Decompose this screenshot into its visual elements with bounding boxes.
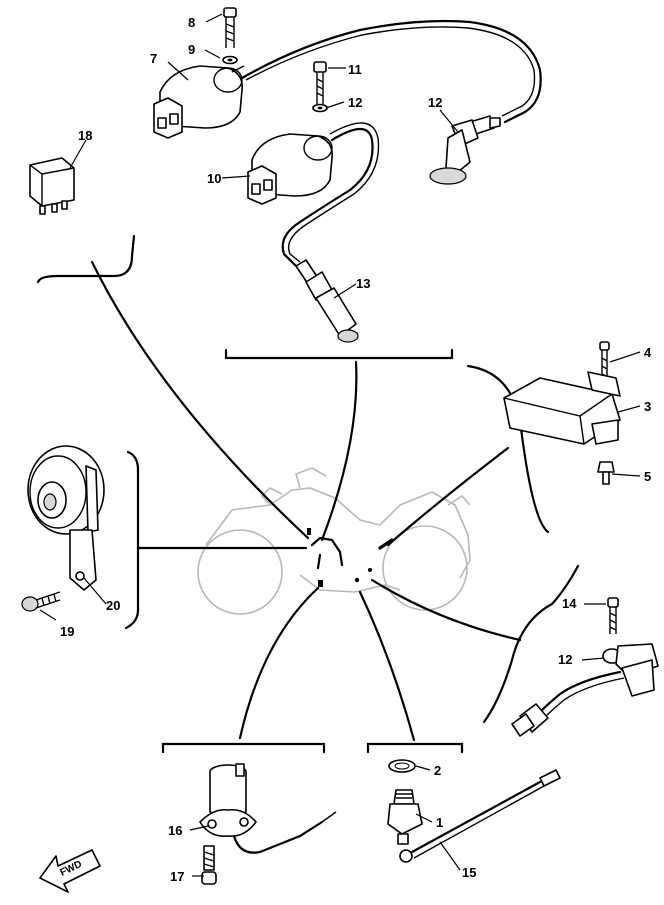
relay-part (29, 157, 75, 215)
callout-20: 19 (60, 624, 74, 639)
leader-lines (90, 260, 522, 742)
bracket-top-center (224, 348, 454, 360)
callout-1: 1 (436, 815, 443, 830)
callout-17: 17 (170, 869, 184, 884)
ht-lead-lower (281, 127, 374, 268)
callout-4: 4 (644, 345, 652, 360)
ignition-coil-lower (247, 61, 334, 205)
bracket-bottom-left (161, 742, 326, 754)
callout-16: 16 (168, 823, 182, 838)
ht-lead-upper (240, 19, 542, 124)
callout-labels: 8 9 7 11 12 10 12 13 18 4 3 5 20 19 14 1… (60, 15, 652, 884)
callout-19: 20 (106, 598, 120, 613)
bracket-left (124, 450, 140, 630)
ignition-coil-upper (153, 7, 245, 139)
callout-14: 14 (562, 596, 577, 611)
spark-plug-cap-upper (429, 115, 501, 185)
callout-5: 5 (644, 469, 651, 484)
bracket-top-left (36, 234, 136, 284)
callout-13: 12 (558, 652, 572, 667)
igniter-unit (503, 341, 621, 485)
spark-plug-cap-lower (295, 259, 359, 343)
sender-switch (387, 759, 561, 863)
motorcycle-silhouette (197, 467, 471, 615)
fwd-arrow-icon: FWD (39, 849, 101, 893)
callout-15: 15 (462, 865, 476, 880)
callout-2: 2 (434, 763, 441, 778)
callout-6: 7 (150, 51, 157, 66)
horn-part (21, 445, 105, 612)
callout-10: 11 (348, 62, 362, 77)
wiring-marks (307, 528, 394, 587)
callout-11: 12 (348, 95, 362, 110)
callout-3: 3 (644, 399, 651, 414)
callout-12-upper: 12 (428, 95, 442, 110)
bracket-right-lower (482, 564, 580, 724)
position-sensor (511, 597, 659, 737)
callout-leaders (39, 13, 641, 877)
callout-18: 18 (78, 128, 92, 143)
callout-8: 9 (188, 42, 195, 57)
neutral-switch (199, 763, 337, 885)
callout-7: 8 (188, 15, 195, 30)
callout-9: 10 (207, 171, 221, 186)
callout-12-lower: 13 (356, 276, 370, 291)
bracket-bottom-right (366, 742, 464, 754)
